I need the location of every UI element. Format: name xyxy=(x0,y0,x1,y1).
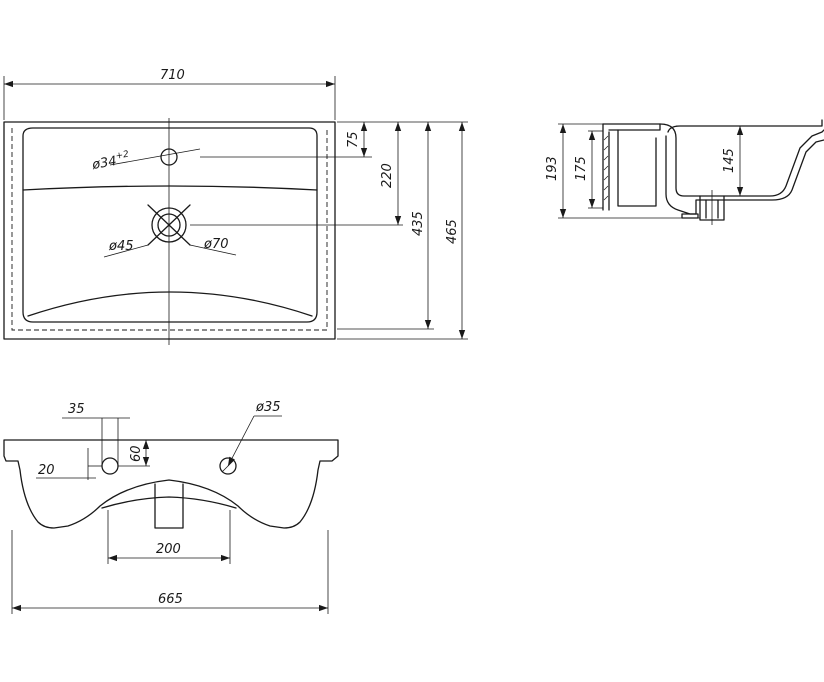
dim-20-label: 20 xyxy=(38,463,55,478)
tap-hole-label: ø34+2 xyxy=(90,150,131,174)
back-wall xyxy=(602,123,610,211)
top-view: ø34+2 ø45 ø70 710 75 220 435 465 xyxy=(3,68,468,345)
drain-leader-left xyxy=(103,244,149,258)
dim-75-label: 75 xyxy=(346,131,361,148)
basin-outline xyxy=(3,121,336,340)
dim-145-label: 145 xyxy=(722,148,737,173)
bowl-front-curve xyxy=(27,291,313,317)
front-inner-curve xyxy=(101,496,237,509)
bowl-outline xyxy=(22,127,318,323)
drain-inner-label: ø45 xyxy=(108,239,134,254)
bowl-section-outer xyxy=(659,123,824,197)
dim-175-label: 175 xyxy=(574,156,589,181)
tap-hole-leader xyxy=(109,148,201,166)
dim-710-label: 710 xyxy=(160,68,185,83)
dim-220-label: 220 xyxy=(380,163,395,188)
front-view: 35 ø35 60 20 200 665 xyxy=(3,400,339,614)
dim-435-label: 435 xyxy=(411,211,426,236)
dim-60-label: 60 xyxy=(129,445,144,462)
overflow-column xyxy=(617,129,657,207)
bowl-ridge xyxy=(22,185,318,191)
dim-465-label: 465 xyxy=(445,219,460,244)
drain-outer-label: ø70 xyxy=(203,237,229,252)
dim-193-label: 193 xyxy=(545,156,560,181)
bowl-section-floor xyxy=(665,135,824,215)
dim-200-label: 200 xyxy=(156,542,181,557)
front-drain xyxy=(154,483,184,529)
dim-35-label: 35 xyxy=(68,402,85,417)
dim-dia35-label: ø35 xyxy=(255,400,281,415)
dim-665-label: 665 xyxy=(158,592,183,607)
basin-hidden-edge xyxy=(11,128,328,331)
drain-leader-right xyxy=(189,244,237,256)
side-top-rim xyxy=(602,123,661,131)
tap-hole-left xyxy=(101,457,119,475)
wall-hatch xyxy=(603,135,609,201)
dim-dia35-leader xyxy=(227,415,255,467)
front-outline xyxy=(3,439,339,529)
drain-base xyxy=(681,213,699,219)
side-view: 193 175 145 xyxy=(545,119,824,225)
